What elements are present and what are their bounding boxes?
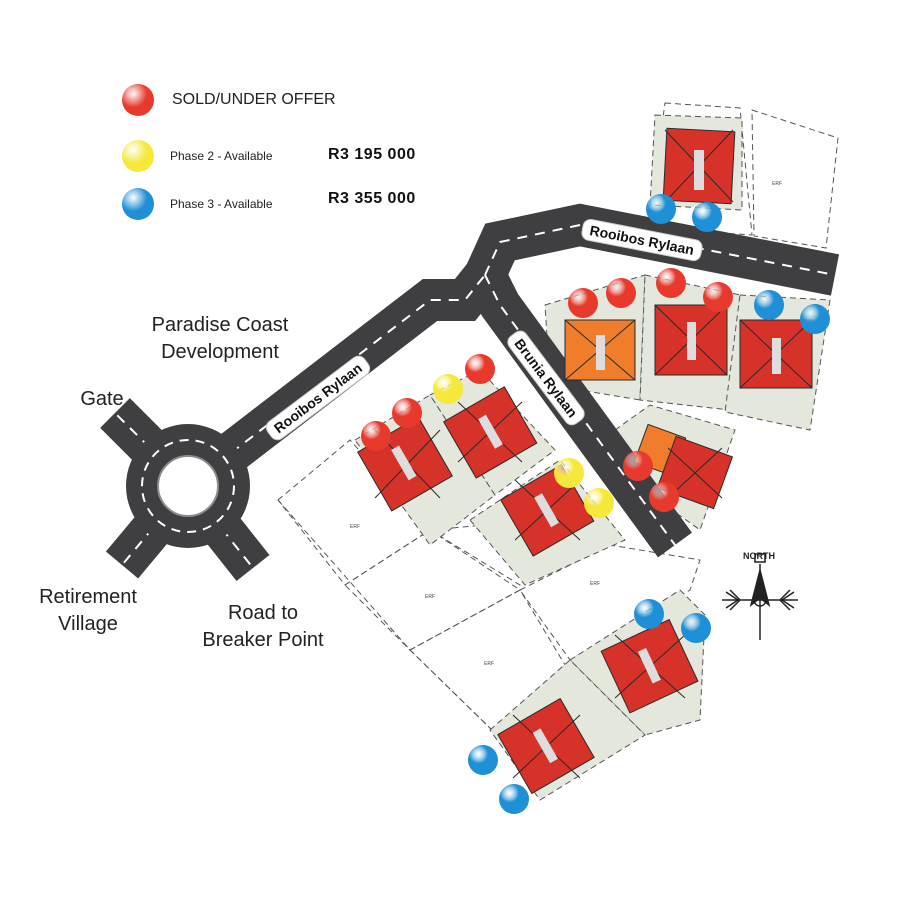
marker-sold[interactable] [703, 282, 733, 312]
breaker-point-label: Road to Breaker Point [188, 600, 338, 654]
legend-phase2-price: R3 195 000 [328, 146, 416, 163]
gate-label: Gate [80, 388, 124, 410]
north-arrow-icon [722, 553, 798, 640]
erf-plot-west-2 [344, 529, 521, 651]
house-south-b [497, 697, 595, 795]
status-markers [361, 194, 830, 814]
svg-text:ERF: ERF [772, 181, 782, 187]
marker-phase2[interactable] [554, 458, 584, 488]
marker-sold[interactable] [392, 398, 422, 428]
phase2-dot-icon [122, 140, 154, 172]
house-north [662, 127, 736, 205]
marker-phase3[interactable] [634, 599, 664, 629]
marker-sold[interactable] [656, 268, 686, 298]
marker-sold[interactable] [361, 421, 391, 451]
svg-text:ERF: ERF [590, 581, 600, 587]
roundabout-island [157, 455, 219, 517]
marker-phase3[interactable] [468, 745, 498, 775]
houses [357, 127, 813, 795]
road-centerline [484, 223, 836, 276]
sold-dot-icon [122, 84, 154, 116]
svg-text:ERF: ERF [484, 661, 494, 667]
development-label: Paradise Coast Development [140, 312, 300, 366]
retirement-label: Retirement Village [18, 584, 158, 638]
marker-phase3[interactable] [754, 290, 784, 320]
marker-sold[interactable] [606, 278, 636, 308]
erf-plot-north-1 [647, 102, 753, 236]
development-label-line1: Paradise Coast [151, 314, 289, 336]
legend-phase3: Phase 3 - Available [122, 188, 273, 220]
marker-phase3[interactable] [499, 784, 529, 814]
erf-plot-north-2 [751, 109, 839, 249]
house-row2-b [443, 386, 538, 479]
north-label: NORTH [743, 551, 775, 561]
legend-phase2: Phase 2 - Available [122, 140, 273, 172]
retirement-label-line1: Retirement [39, 586, 137, 608]
marker-sold[interactable] [568, 288, 598, 318]
marker-phase3[interactable] [646, 194, 676, 224]
erf-boundary-line [277, 499, 411, 651]
marker-phase2[interactable] [433, 374, 463, 404]
retirement-label-line2: Village [58, 613, 118, 635]
legend-phase3-price: R3 355 000 [328, 190, 416, 207]
breaker-label-line1: Road to [227, 602, 299, 624]
erf-labels: ERF ERF ERF ERF ERF [350, 181, 782, 667]
marker-phase3[interactable] [800, 304, 830, 334]
house-south-a [600, 618, 699, 714]
house-row1-b [654, 304, 728, 376]
svg-text:ERF: ERF [350, 524, 360, 530]
house-row1-a [564, 319, 636, 381]
legend-phase2-label: Phase 2 - Available [170, 149, 273, 163]
roundabout-lane [141, 439, 235, 533]
marker-phase2[interactable] [584, 488, 614, 518]
erf-boundary-line [409, 649, 493, 731]
marker-sold[interactable] [465, 354, 495, 384]
legend-sold-label: SOLD/UNDER OFFER [172, 91, 336, 108]
development-label-line2: Development [161, 341, 279, 363]
marker-sold[interactable] [623, 451, 653, 481]
legend-phase3-label: Phase 3 - Available [170, 197, 273, 211]
marker-phase3[interactable] [681, 613, 711, 643]
house-row1-c [739, 319, 813, 389]
legend-sold: SOLD/UNDER OFFER [122, 84, 336, 116]
marker-phase3[interactable] [692, 202, 722, 232]
phase3-dot-icon [122, 188, 154, 220]
breaker-label-line2: Breaker Point [202, 629, 324, 651]
svg-text:ERF: ERF [425, 594, 435, 600]
road-brunia [466, 265, 692, 558]
marker-sold[interactable] [649, 482, 679, 512]
